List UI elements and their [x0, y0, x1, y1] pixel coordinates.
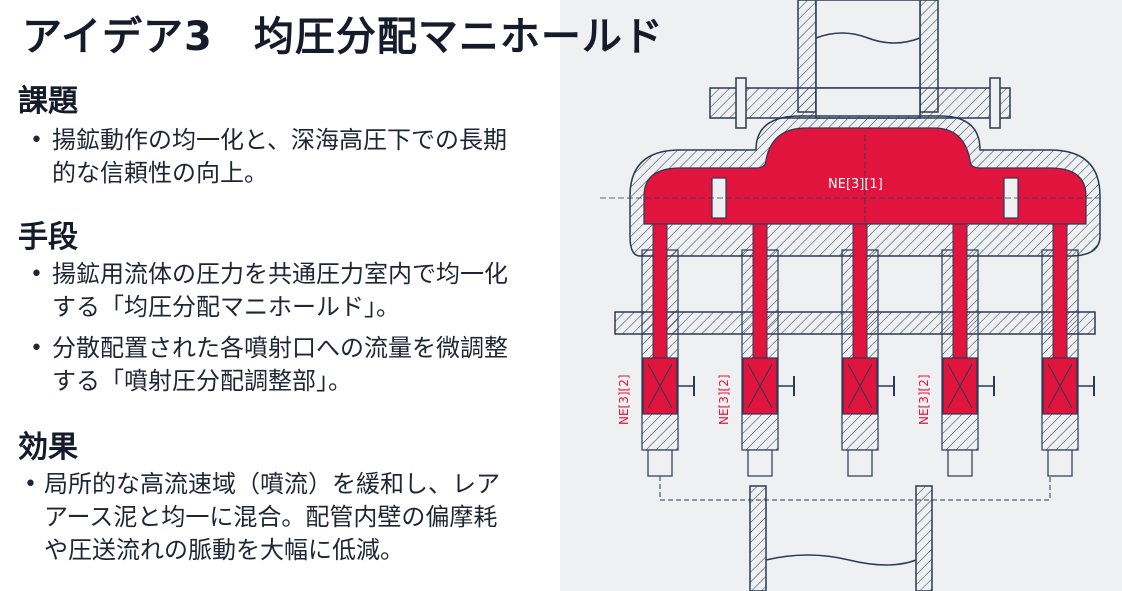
valve-label: NE[3][2] — [917, 374, 931, 425]
valve-label: NE[3][2] — [617, 374, 631, 425]
page-title: アイデア3 均圧分配マニホールド — [22, 14, 664, 60]
manifold-diagram: NE[3][1] — [560, 0, 1122, 591]
nozzle-assembly-4 — [941, 223, 995, 477]
means-list: 揚鉱用流体の圧力を共通圧力室内で均一化する「均圧分配マニホールド」。 分散配置さ… — [20, 258, 520, 406]
valve-label: NE[3][2] — [717, 374, 731, 425]
text-panel: アイデア3 均圧分配マニホールド 課題 揚鉱動作の均一化と、深海高圧下での長期的… — [0, 0, 663, 591]
effect-bullet: 局所的な高流速域（噴流）を緩和し、レアアース泥と均一に混合。配管内壁の偏摩耗や圧… — [20, 468, 515, 567]
heading-problem: 課題 — [18, 84, 78, 119]
nozzle-assembly-3 — [841, 223, 895, 477]
manifold-drawing: NE[3][1] — [600, 0, 1101, 591]
heading-effect: 効果 — [18, 430, 78, 465]
flange — [709, 77, 1011, 129]
means-bullet: 分散配置された各噴射口への流量を微調整する「噴射圧分配調整部」。 — [20, 332, 520, 398]
problem-bullet: 揚鉱動作の均一化と、深海高圧下での長期的な信頼性の向上。 — [20, 124, 520, 190]
nozzle-assembly-1 — [641, 223, 695, 477]
heading-means: 手段 — [18, 220, 78, 255]
outlet-pipe — [749, 485, 933, 591]
problem-list: 揚鉱動作の均一化と、深海高圧下での長期的な信頼性の向上。 — [20, 124, 520, 198]
nozzle-assembly-2 — [741, 223, 795, 477]
means-bullet: 揚鉱用流体の圧力を共通圧力室内で均一化する「均圧分配マニホールド」。 — [20, 258, 520, 324]
chamber-label: NE[3][1] — [828, 177, 883, 192]
nozzle-assembly-5 — [1041, 223, 1095, 477]
distribution-line — [659, 476, 1051, 501]
effect-list: 局所的な高流速域（噴流）を緩和し、レアアース泥と均一に混合。配管内壁の偏摩耗や圧… — [20, 468, 515, 575]
